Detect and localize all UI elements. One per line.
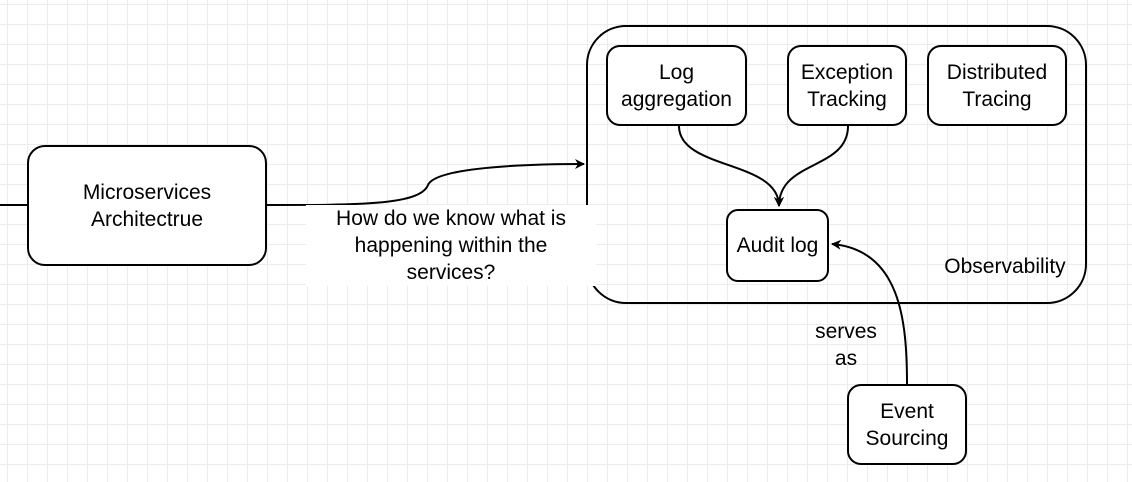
edge-log-aggregation-to-audit-log — [678, 125, 784, 207]
audit-log-node[interactable]: Audit log — [726, 209, 829, 282]
observability-label: Observability — [944, 255, 1066, 278]
edge-microservices-to-observability — [265, 159, 585, 206]
distributed-tracing-label: Distributed Tracing — [946, 60, 1048, 111]
distributed-tracing-node[interactable]: Distributed Tracing — [927, 45, 1067, 126]
log-aggregation-node[interactable]: Log aggregation — [606, 45, 747, 126]
edge-exception-tracking-to-audit-log — [774, 125, 849, 207]
audit-log-label: Audit log — [736, 234, 819, 257]
microservices-architecture-node[interactable]: Microservices Architectrue — [27, 145, 267, 266]
observability-container[interactable] — [586, 25, 1087, 304]
exception-tracking-label: Exception Tracking — [800, 60, 894, 111]
event-sourcing-node[interactable]: Event Sourcing — [847, 384, 967, 465]
microservices-architecture-label: Microservices Architectrue — [82, 180, 212, 231]
exception-tracking-node[interactable]: Exception Tracking — [787, 45, 907, 126]
edge-label-serves-as: serves as — [815, 320, 877, 370]
event-sourcing-label: Event Sourcing — [865, 399, 949, 450]
edge-label-question: How do we know what is happening within … — [306, 205, 596, 286]
log-aggregation-label: Log aggregation — [621, 60, 732, 111]
edge-event-sourcing-to-audit-log — [831, 239, 908, 385]
